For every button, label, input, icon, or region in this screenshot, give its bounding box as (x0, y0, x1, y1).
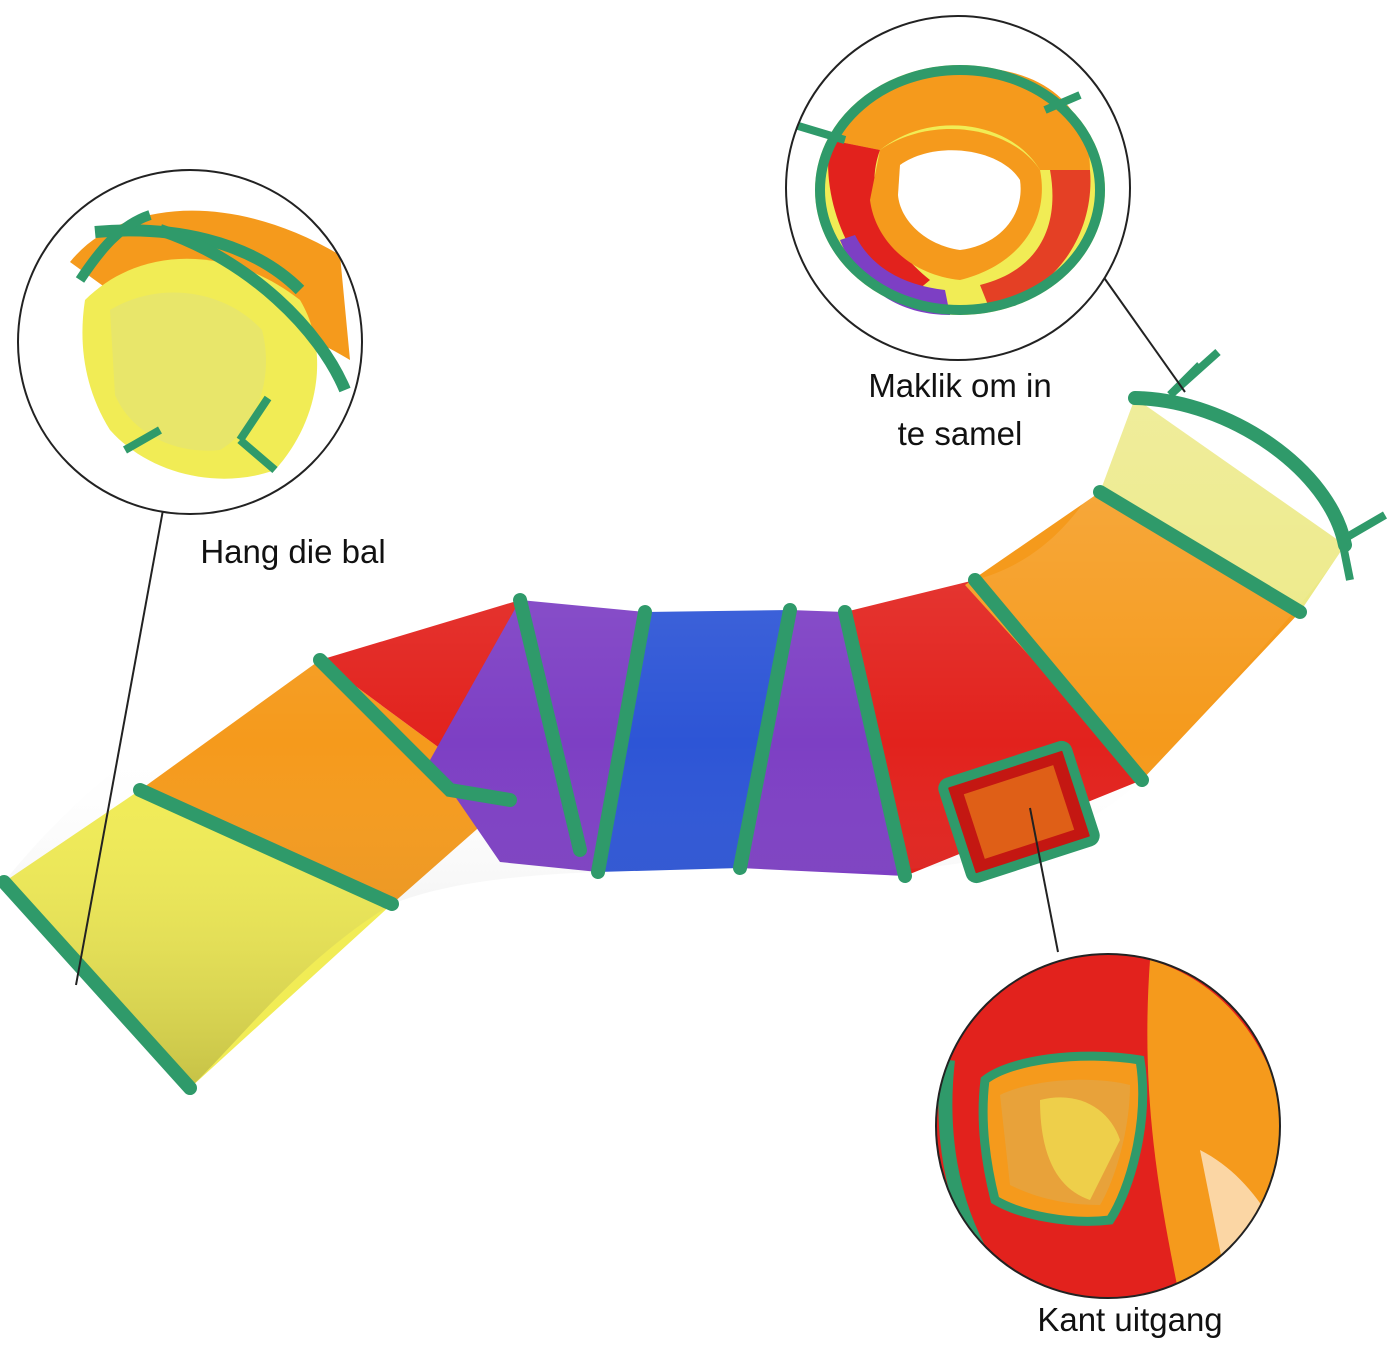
tunnel-trim-rings (0, 391, 1352, 1095)
tie-tab-top (1167, 349, 1221, 398)
callout-hang-ball-circle (17, 169, 363, 515)
callout-side-exit-circle (935, 953, 1281, 1299)
callout-easy-collect-circle (785, 15, 1131, 361)
tunnel-shading (4, 398, 1345, 1088)
easy-collect-label: Maklik om in te samel (835, 362, 1085, 458)
side-exit-window (938, 740, 1100, 884)
hang-ball-label: Hang die bal (200, 533, 386, 570)
easy-collect-label-line1: Maklik om in (868, 367, 1052, 404)
cat-tunnel (0, 349, 1388, 1095)
easy-collect-label-line2: te samel (897, 415, 1023, 452)
leader-lines (75, 271, 1186, 986)
side-exit-label: Kant uitgang (1037, 1301, 1223, 1338)
tie-tab-right (1338, 511, 1388, 581)
